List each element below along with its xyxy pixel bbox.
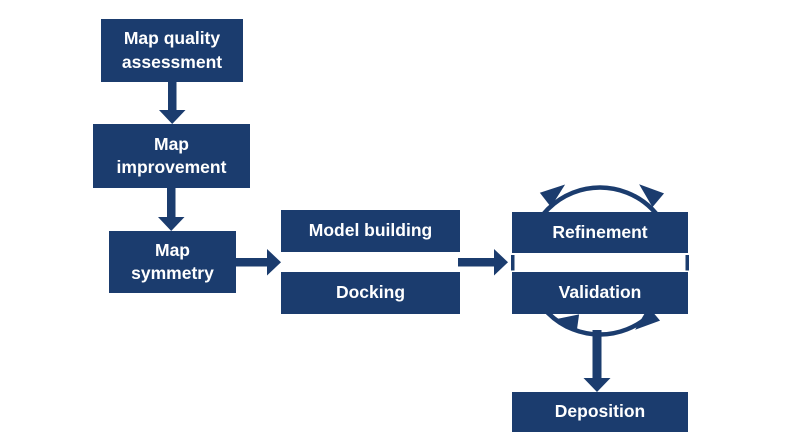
cycle-arrowhead-bottom-left-icon: [553, 314, 580, 333]
node-deposition: Deposition: [512, 392, 688, 432]
flow-arrows: [158, 82, 611, 392]
arrow-cycle-to-deposition: [583, 330, 611, 392]
node-label: Deposition: [554, 401, 646, 422]
node-label: Map symmetry: [131, 239, 214, 283]
arrow-map-quality-to-map-improvement: [159, 82, 186, 124]
node-label: Refinement: [552, 221, 648, 242]
arrow-map-improvement-to-map-symmetry: [158, 188, 185, 231]
node-label: Map improvement: [116, 133, 227, 177]
node-label: Docking: [335, 282, 406, 303]
cycle-arrowhead-top-right-icon: [639, 184, 665, 208]
arrow-map-symmetry-to-model-building-docking: [236, 249, 281, 276]
node-label: Map quality assessment: [121, 28, 223, 72]
node-model-building: Model building: [281, 210, 460, 252]
node-docking: Docking: [281, 272, 460, 314]
cycle-arrowhead-top-left-icon: [539, 184, 566, 207]
node-refinement: Refinement: [512, 212, 688, 253]
node-map-improvement: Map improvement: [93, 124, 250, 188]
refinement-validation-gap: [511, 253, 689, 272]
node-map-symmetry: Map symmetry: [109, 231, 236, 293]
node-label: Validation: [558, 282, 642, 303]
node-label: Model building: [308, 220, 433, 241]
gap-right-tick: [685, 255, 689, 271]
node-map-quality-assessment: Map quality assessment: [101, 19, 243, 82]
arrow-model-building-docking-to-refinement-validation: [458, 249, 508, 276]
cycle-arrowhead-bottom-right-icon: [635, 306, 661, 330]
node-validation: Validation: [512, 272, 688, 314]
gap-left-tick: [511, 255, 515, 271]
